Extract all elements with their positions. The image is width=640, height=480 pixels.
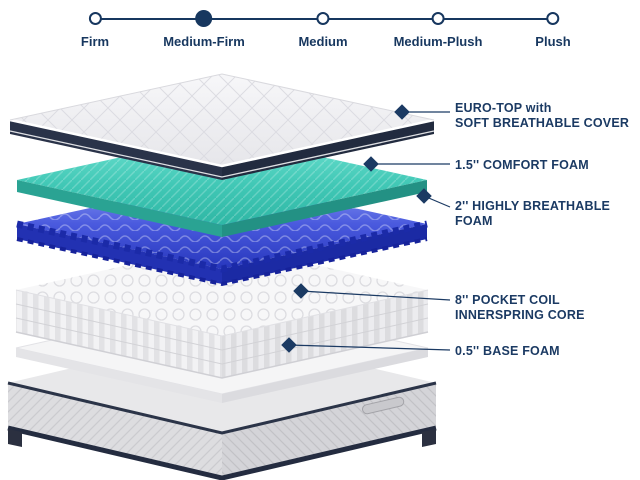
firmness-label-medium-firm[interactable]: Medium-Firm <box>163 34 245 49</box>
label-line: 1.5'' COMFORT FOAM <box>455 158 589 172</box>
firmness-option-plush[interactable]: Plush <box>535 12 571 49</box>
label-line: 0.5'' BASE FOAM <box>455 344 560 358</box>
label-breathable-foam: 2'' HIGHLY BREATHABLE FOAM <box>455 199 610 229</box>
firmness-scale: Firm Medium-Firm Medium Medium-Plush Plu… <box>0 0 640 60</box>
coil-left-face <box>16 290 222 378</box>
firmness-label-firm[interactable]: Firm <box>80 34 110 49</box>
firmness-label-medium-plush[interactable]: Medium-Plush <box>393 34 483 49</box>
firmness-option-medium-plush[interactable]: Medium-Plush <box>393 12 483 49</box>
blue-foam-zigzag-edge <box>16 220 428 273</box>
firmness-option-medium-firm[interactable]: Medium-Firm <box>163 10 245 49</box>
blue-foam-left-face <box>17 224 222 284</box>
label-line: INNERSPRING CORE <box>455 308 585 322</box>
foundation-leg-left <box>8 429 22 447</box>
foundation-leg-right <box>422 429 436 447</box>
euro-top-piping-top <box>9 118 435 168</box>
leader-line-pocket-coil <box>300 290 451 301</box>
firmness-dot-medium-firm-selected[interactable] <box>195 10 213 27</box>
label-line: SOFT BREATHABLE COVER <box>455 116 630 130</box>
teal-foam-left-face <box>17 180 222 237</box>
coil-top-edge <box>15 289 429 337</box>
layer-euro-top <box>9 73 435 180</box>
euro-top-quilt-texture <box>10 74 434 166</box>
diamond-marker-breathable-foam <box>416 188 432 204</box>
firmness-dot-firm[interactable] <box>88 12 102 25</box>
blue-foam-zigzag-bottom <box>16 237 428 287</box>
coil-seam-lines <box>15 303 429 365</box>
foundation-top-piping <box>7 381 437 435</box>
firmness-label-medium[interactable]: Medium <box>298 34 348 49</box>
label-line: 8'' POCKET COIL <box>455 293 560 307</box>
blue-foam-right-face <box>222 224 427 284</box>
firmness-option-firm[interactable]: Firm <box>81 12 109 49</box>
foundation-handle <box>362 396 405 415</box>
firmness-dot-medium-plush[interactable] <box>431 12 445 25</box>
layer-pocket-coil <box>15 244 429 379</box>
label-pocket-coil: 8'' POCKET COIL INNERSPRING CORE <box>455 293 585 323</box>
coil-right-face <box>222 290 428 378</box>
foundation-bottom-piping <box>7 425 437 480</box>
firmness-dot-medium[interactable] <box>316 12 330 25</box>
euro-top-piping-bottom <box>9 130 435 178</box>
firmness-option-medium[interactable]: Medium <box>298 12 348 49</box>
foundation-left-face <box>8 383 222 478</box>
label-euro-top: EURO-TOP with SOFT BREATHABLE COVER <box>455 101 629 131</box>
label-base-foam: 0.5'' BASE FOAM <box>455 344 560 359</box>
euro-top-back-edge <box>9 73 435 121</box>
label-line: FOAM <box>455 214 493 228</box>
label-comfort-foam: 1.5'' COMFORT FOAM <box>455 158 589 173</box>
base-foam-left-face <box>16 348 222 403</box>
firmness-dot-plush[interactable] <box>546 12 560 25</box>
teal-foam-right-face <box>222 180 427 237</box>
label-line: EURO-TOP with <box>455 101 552 115</box>
firmness-label-plush[interactable]: Plush <box>535 34 571 49</box>
diamond-marker-comfort-foam <box>363 156 379 172</box>
label-line: 2'' HIGHLY BREATHABLE <box>455 199 611 213</box>
base-foam-right-face <box>222 348 428 403</box>
leader-line-base-foam <box>288 344 451 351</box>
